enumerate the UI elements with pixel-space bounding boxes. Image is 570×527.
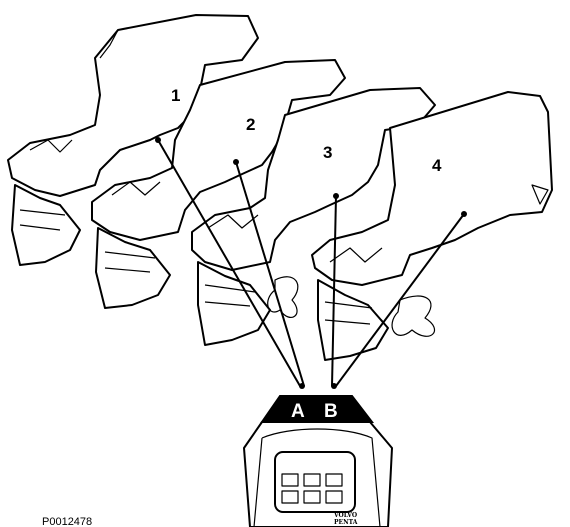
brand-line-1: VOLVO bbox=[333, 512, 357, 519]
engine-label-3: 3 bbox=[323, 143, 332, 162]
engine-label-4: 4 bbox=[432, 156, 442, 175]
control-panel: A B VOLVO PENTA bbox=[244, 396, 392, 527]
key-a-label: A bbox=[291, 401, 305, 422]
key-b-label: B bbox=[324, 401, 338, 422]
engine-label-2: 2 bbox=[246, 115, 255, 134]
reference-code: P0012478 bbox=[42, 516, 92, 527]
brand-line-2: PENTA bbox=[334, 519, 358, 526]
engine-label-1: 1 bbox=[171, 86, 180, 105]
engine-3-skeg bbox=[198, 262, 270, 345]
